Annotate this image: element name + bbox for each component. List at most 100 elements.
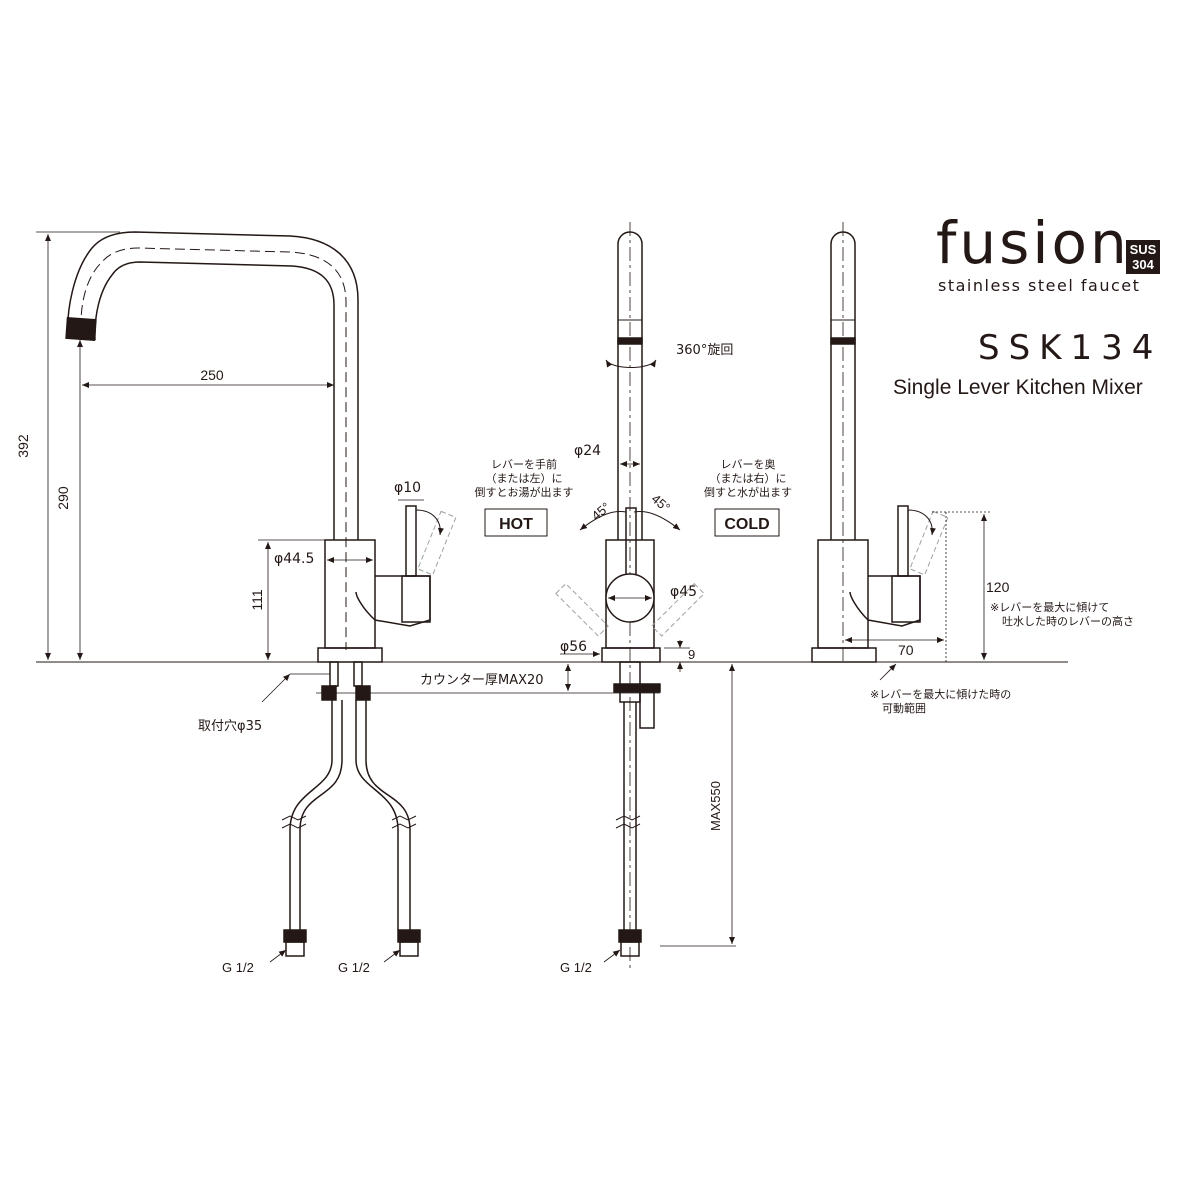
hot-note-line3: 倒すとお湯が出ます bbox=[475, 485, 574, 499]
cold-box bbox=[714, 508, 780, 537]
label-rotation: 360°旋回 bbox=[676, 343, 733, 358]
lever-height-note-line1: ※レバーを最大に傾けて bbox=[990, 600, 1109, 614]
right-spout-ring bbox=[830, 337, 856, 345]
nut-g-left bbox=[285, 941, 305, 957]
label-9: 9 bbox=[688, 647, 695, 662]
label-g-left: G 1/2 bbox=[222, 960, 254, 975]
leader-g-front bbox=[603, 949, 621, 963]
lever-tilted-ghost bbox=[417, 510, 457, 576]
label-550: MAX550 bbox=[708, 781, 723, 831]
label-120: 120 bbox=[986, 579, 1010, 595]
label-45: φ45 bbox=[670, 584, 697, 600]
brand-tagline: stainless steel faucet bbox=[938, 276, 1141, 295]
hose-left-outer bbox=[289, 700, 333, 930]
rotation-arrow bbox=[605, 359, 657, 368]
leader-g-left bbox=[269, 949, 287, 963]
front-shank bbox=[619, 661, 641, 703]
fitting-left bbox=[283, 929, 307, 943]
label-111: 111 bbox=[249, 589, 265, 610]
faucet-body bbox=[324, 539, 376, 649]
label-10: φ10 bbox=[394, 480, 421, 496]
front-spout bbox=[617, 231, 643, 540]
hose-left-inner bbox=[299, 700, 343, 930]
cold-note-line3: 倒すと水が出ます bbox=[704, 485, 792, 499]
spout-inner-outline bbox=[94, 261, 335, 540]
right-lever-cartridge bbox=[891, 575, 921, 623]
label-392: 392 bbox=[15, 434, 31, 458]
nut-g-right bbox=[399, 941, 419, 957]
hot-box bbox=[484, 508, 548, 537]
front-bracket bbox=[639, 691, 655, 729]
lever-handle bbox=[405, 505, 417, 577]
lever-housing bbox=[355, 575, 431, 627]
leader-mount-diag bbox=[261, 673, 291, 703]
right-lever bbox=[897, 505, 909, 577]
lever-rotation-arrow bbox=[415, 509, 444, 536]
front-lever-ghost-right bbox=[651, 582, 705, 637]
right-lever-housing bbox=[849, 575, 921, 627]
right-spout bbox=[830, 231, 856, 540]
label-44-5: φ44.5 bbox=[274, 551, 314, 567]
label-24: φ24 bbox=[574, 443, 601, 459]
fitting-right bbox=[397, 929, 421, 943]
cold-note-line1: レバーを奥 bbox=[721, 457, 776, 471]
cold-label: COLD bbox=[724, 516, 769, 533]
front-spout-ring bbox=[617, 337, 643, 345]
model-code: SSK134 bbox=[978, 328, 1163, 368]
right-lever-arrow bbox=[907, 509, 936, 536]
cold-note-line2: （または右）に bbox=[710, 471, 787, 485]
badge-line1: SUS bbox=[1129, 242, 1157, 257]
label-g-front: G 1/2 bbox=[560, 960, 592, 975]
label-counter: カウンター厚MAX20 bbox=[420, 673, 544, 688]
break-symbol-left bbox=[281, 815, 307, 829]
label-290: 290 bbox=[55, 486, 71, 510]
hot-note-line1: レバーを手前 bbox=[491, 457, 557, 471]
break-symbol-right bbox=[391, 815, 417, 829]
label-250: 250 bbox=[200, 367, 224, 383]
label-mount-hole: 取付穴φ35 bbox=[198, 719, 262, 734]
front-lever-ghost-left bbox=[555, 582, 609, 637]
lever-cartridge bbox=[401, 575, 431, 623]
leader-range bbox=[879, 663, 897, 681]
lever-range-note-line2: 可動範囲 bbox=[882, 701, 926, 715]
badge-line2: 304 bbox=[1132, 257, 1154, 272]
hot-label: HOT bbox=[499, 516, 533, 533]
front-fitting bbox=[618, 929, 642, 943]
front-nut-g bbox=[620, 941, 640, 957]
arrow-45-left bbox=[579, 511, 627, 531]
nut-right bbox=[355, 685, 371, 701]
right-dimensions bbox=[845, 511, 990, 681]
lever-height-note-line2: 吐水した時のレバーの高さ bbox=[1002, 614, 1134, 628]
front-locknut bbox=[613, 683, 661, 693]
side-dimensions bbox=[36, 231, 571, 963]
brand-name: fusion bbox=[936, 209, 1130, 277]
arrow-45-right bbox=[633, 511, 681, 531]
label-56: φ56 bbox=[560, 639, 587, 655]
front-break-symbol bbox=[615, 815, 641, 829]
front-dimensions bbox=[560, 461, 736, 963]
lever-range-note-line1: ※レバーを最大に傾けた時の bbox=[870, 687, 1011, 701]
label-45-right: 45° bbox=[649, 491, 674, 515]
nut-left bbox=[321, 685, 337, 701]
front-base bbox=[601, 647, 661, 663]
stud-left bbox=[329, 661, 339, 687]
material-badge: SUS 304 bbox=[1126, 240, 1160, 274]
faucet-base bbox=[317, 647, 383, 663]
brand-logo: fusion SUS 304 stainless steel faucet bbox=[936, 212, 1166, 302]
right-view bbox=[811, 222, 949, 663]
spout-centerline bbox=[80, 247, 347, 650]
label-70: 70 bbox=[898, 642, 914, 658]
hose-right-inner bbox=[355, 700, 399, 930]
stud-right bbox=[353, 661, 363, 687]
front-lever bbox=[625, 507, 637, 579]
leader-g-right bbox=[383, 949, 401, 963]
front-view bbox=[555, 222, 705, 972]
side-view bbox=[65, 231, 457, 957]
label-g-right: G 1/2 bbox=[338, 960, 370, 975]
hot-note-line2: （または左）に bbox=[486, 472, 563, 485]
hose-right-outer bbox=[365, 700, 411, 930]
right-lever-ghost bbox=[909, 510, 949, 576]
spout-outer-outline bbox=[66, 231, 359, 540]
